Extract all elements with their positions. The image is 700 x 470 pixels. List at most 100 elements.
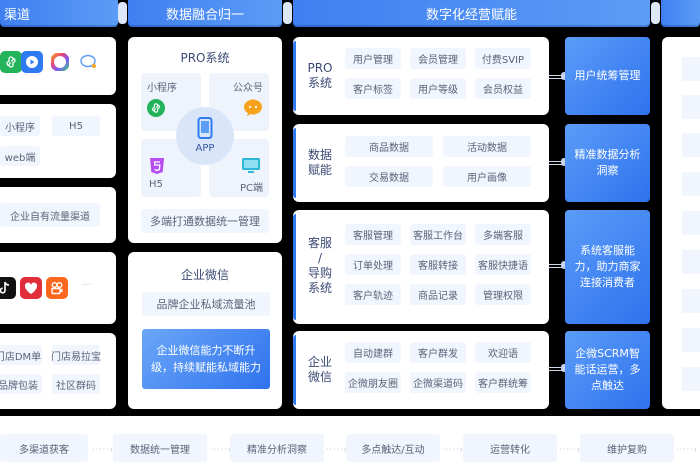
capability-chip: 付费SVIP <box>475 48 531 69</box>
capability-chip: 自动建群 <box>345 342 401 363</box>
flow-arrow-icon: ·····› <box>442 445 464 454</box>
wecom-pool-chip: 品牌企业私域流量池 <box>142 292 270 316</box>
capability-label: PRO 系统 <box>307 61 333 90</box>
capability-chip: 多端客服 <box>475 224 531 245</box>
channel-chip: web端 <box>0 146 40 166</box>
capability-label: 企业 微信 <box>307 355 332 384</box>
pinduoduo-icon <box>20 277 42 299</box>
app-center-circle: APP <box>176 107 234 165</box>
capability-chip: 商品数据 <box>345 136 433 157</box>
process-flow: 多渠道获客 ·····› 数据统一管理 ·····› 精准分析洞察 ·····›… <box>0 416 700 470</box>
capability-chip: 欢迎语 <box>475 342 531 363</box>
capability-label: 数据 赋能 <box>307 148 332 177</box>
capability-chip: 客户群发 <box>410 342 466 363</box>
capability-chip: 客服转接 <box>410 254 466 275</box>
flow-step: 多点触达/互动 <box>346 434 440 462</box>
capability-chip: 用户管理 <box>345 48 401 69</box>
html5-icon <box>149 157 165 175</box>
capability-chip: 活动数据 <box>443 136 531 157</box>
flow-step: 多渠道获客 <box>0 434 88 462</box>
wecom-title: 企业微信 <box>180 268 229 282</box>
owned-traffic-chip: 企业自有流量渠道 <box>0 203 100 227</box>
capability-chip: 客服快捷语 <box>475 254 531 275</box>
capability-chip: 交易数据 <box>345 166 433 187</box>
capability-chip: 客户群统筹 <box>475 372 531 393</box>
flow-step: 数据统一管理 <box>113 434 207 462</box>
capability-chip: 企微渠道码 <box>410 372 466 393</box>
pro-system-card: PRO系统 小程序 公众号 H5 PC端 <box>128 37 282 243</box>
tiktok-icon <box>0 277 16 299</box>
header-next <box>661 0 700 27</box>
capability-label: 客服 / 导购 系统 <box>307 236 332 295</box>
capability-chip: 用户等级 <box>410 78 466 99</box>
placeholder-chip <box>682 328 700 352</box>
placeholder-chip <box>682 289 700 313</box>
quadrant-official-account: 公众号 <box>209 73 269 131</box>
capability-chip: 商品记录 <box>410 284 466 305</box>
flow-arrow-icon: ·····› <box>92 445 114 454</box>
placeholder-chip <box>682 367 700 391</box>
capability-card-service: 客服 / 导购 系统 客服管理 客服工作台 多端客服 订单处理 客服转接 客服快… <box>293 210 549 324</box>
capability-chip: 会员权益 <box>475 78 531 99</box>
capability-card-data: 数据 赋能 商品数据 活动数据 交易数据 用户画像 <box>293 124 549 202</box>
channel-chip: 小程序 <box>0 116 40 136</box>
wecom-highlight: 企业微信能力不断升级，持续赋能私域能力 <box>142 329 270 389</box>
flow-arrow-icon: ·····› <box>326 445 348 454</box>
pro-system-footer: 多端打通数据统一管理 <box>141 209 269 233</box>
channel-chip: H5 <box>52 116 100 136</box>
chat-bubble-icon <box>78 51 100 73</box>
next-panel <box>662 37 700 409</box>
placeholder-chip <box>682 95 700 119</box>
capability-chip: 客户轨迹 <box>345 284 401 305</box>
pro-system-title: PRO系统 <box>180 51 230 65</box>
phone-icon <box>197 117 213 139</box>
header-separator <box>651 2 660 24</box>
capability-chip: 客户标签 <box>345 78 401 99</box>
capability-chip: 企微朋友圈 <box>345 372 401 393</box>
header-channels: 渠道 <box>0 0 118 27</box>
capability-card-wecom: 企业 微信 自动建群 客户群发 欢迎语 企微朋友圈 企微渠道码 客户群统筹 <box>293 331 549 409</box>
header-separator <box>118 2 127 24</box>
flow-step: 精准分析洞察 <box>230 434 324 462</box>
channel-chip: 社区群码 <box>52 374 100 394</box>
aperture-icon <box>49 51 71 73</box>
placeholder-chip <box>682 172 700 196</box>
capability-chip: 管理权限 <box>475 284 531 305</box>
connector-arrow <box>549 158 567 166</box>
capability-chip: 客服工作台 <box>410 224 466 245</box>
quadrant-pc: PC端 <box>209 139 269 197</box>
result-box-data: 精准数据分析洞察 <box>565 124 650 202</box>
connector-arrow <box>549 364 567 372</box>
result-box-pro: 用户统筹管理 <box>565 37 650 115</box>
capability-chip: 订单处理 <box>345 254 401 275</box>
flow-arrow-icon: ·····› <box>210 445 232 454</box>
more-icon: ··· <box>82 280 92 291</box>
channel-chip: 门店DM单 <box>0 345 42 365</box>
channel-chip: 品牌包装 <box>0 374 42 394</box>
result-box-service: 系统客服能力，助力商家连接消费者 <box>565 210 650 324</box>
result-box-wecom: 企微SCRM智能话运营，多点触达 <box>565 331 650 409</box>
social-channels-card <box>0 37 116 95</box>
channel-chip: 门店易拉宝 <box>51 345 101 365</box>
flow-step: 维护复购 <box>580 434 674 462</box>
web-channels-card: 小程序 H5 web端 <box>0 104 116 178</box>
placeholder-chip <box>682 250 700 274</box>
capability-chip: 用户画像 <box>443 166 531 187</box>
connector-arrow <box>549 261 567 269</box>
monitor-icon <box>241 157 261 175</box>
mini-program-icon <box>147 99 165 117</box>
video-play-icon <box>21 51 43 73</box>
capability-card-pro: PRO 系统 用户管理 会员管理 付费SVIP 客户标签 用户等级 会员权益 <box>293 37 549 115</box>
header-data-unify: 数据融合归一 <box>128 0 282 27</box>
header-digital-ops: 数字化经营赋能 <box>293 0 650 27</box>
flow-step: 运营转化 <box>463 434 557 462</box>
placeholder-chip <box>682 211 700 235</box>
mini-program-icon <box>0 51 22 73</box>
wechat-bubble-icon <box>243 99 263 117</box>
flow-arrow-icon: ·····› <box>559 445 581 454</box>
capability-chip: 客服管理 <box>345 224 401 245</box>
placeholder-chip <box>682 57 700 81</box>
owned-traffic-card: 企业自有流量渠道 <box>0 187 116 243</box>
flow-arrow-icon: ·····› <box>676 445 698 454</box>
